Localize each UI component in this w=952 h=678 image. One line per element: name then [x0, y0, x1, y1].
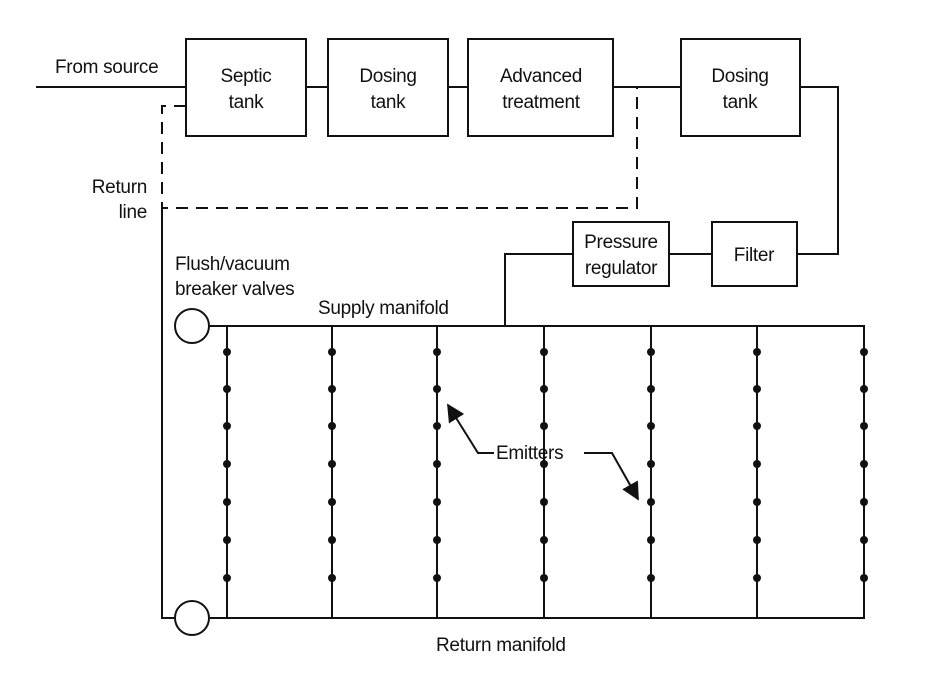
dosing-tank-1-label-2: tank: [371, 92, 407, 113]
label-from-source: From source: [55, 57, 158, 78]
label-supply-manifold: Supply manifold: [318, 298, 449, 319]
emitter-dot-icon: [647, 574, 655, 582]
advanced-treatment-label-2: treatment: [502, 92, 581, 113]
emitter-dot-icon: [328, 348, 336, 356]
septic-tank-label-1: Septic: [220, 66, 271, 87]
emitter-dot-icon: [328, 536, 336, 544]
emitter-dot-icon: [540, 460, 548, 468]
emitter-dot-icon: [223, 348, 231, 356]
dosing-tank-2-label-2: tank: [723, 92, 759, 113]
emitter-arrow-right: [584, 452, 639, 501]
connector-dosing2-filter: [797, 86, 839, 255]
emitter-dot-icon: [540, 498, 548, 506]
label-emitters: Emitters: [496, 443, 563, 464]
emitter-dot-icon: [753, 385, 761, 393]
emitter-dot-icon: [860, 422, 868, 430]
emitter-dot-icon: [753, 348, 761, 356]
emitter-dot-icon: [540, 385, 548, 393]
emitter-dot-icon: [647, 385, 655, 393]
emitter-dot-icon: [223, 574, 231, 582]
septic-tank-box: Septic tank: [185, 38, 307, 137]
emitter-dot-icon: [753, 460, 761, 468]
emitter-dot-icon: [328, 574, 336, 582]
label-return-manifold: Return manifold: [436, 635, 566, 656]
emitter-dot-icon: [223, 460, 231, 468]
emitter-dot-icon: [223, 385, 231, 393]
advanced-treatment-label-1: Advanced: [500, 66, 582, 87]
emitter-dot-icon: [860, 536, 868, 544]
pressure-regulator-box: Pressure regulator: [572, 221, 670, 287]
emitter-dot-icon: [433, 422, 441, 430]
emitter-dot-icon: [540, 574, 548, 582]
emitter-dot-icon: [647, 348, 655, 356]
emitter-dot-icon: [328, 460, 336, 468]
emitter-dot-icon: [647, 422, 655, 430]
emitter-dot-icon: [753, 574, 761, 582]
pressure-regulator-label-2: regulator: [585, 258, 658, 279]
emitter-dot-icon: [647, 536, 655, 544]
advanced-treatment-box: Advanced treatment: [467, 38, 614, 137]
dosing-tank-1-box: Dosing tank: [327, 38, 449, 137]
emitter-dot-icon: [647, 460, 655, 468]
emitter-dot-icon: [433, 536, 441, 544]
emitter-dot-icon: [540, 536, 548, 544]
emitter-dot-icon: [753, 498, 761, 506]
emitter-arrow-left: [447, 403, 494, 454]
dosing-tank-1-label-1: Dosing: [359, 66, 416, 87]
flush-valve-supply-icon[interactable]: [174, 308, 210, 344]
emitter-dot-icon: [433, 498, 441, 506]
emitter-dot-icon: [647, 498, 655, 506]
septic-tank-label-2: tank: [229, 92, 265, 113]
emitter-dot-icon: [540, 422, 548, 430]
emitter-dot-icon: [860, 460, 868, 468]
label-flush-valves-2: breaker valves: [175, 279, 294, 300]
drip-laterals: [223, 326, 868, 618]
emitter-dot-icon: [223, 498, 231, 506]
label-flush-valves-1: Flush/vacuum: [175, 254, 290, 275]
emitter-dot-icon: [433, 385, 441, 393]
emitter-dot-icon: [860, 498, 868, 506]
label-return-line-1: Return: [92, 177, 147, 198]
emitter-dot-icon: [223, 422, 231, 430]
emitter-dot-icon: [860, 385, 868, 393]
pressure-regulator-label-1: Pressure: [584, 232, 658, 253]
filter-box: Filter: [711, 221, 798, 287]
flush-valve-return-icon[interactable]: [174, 600, 210, 636]
filter-label: Filter: [734, 245, 775, 266]
emitter-dot-icon: [328, 498, 336, 506]
connector-regulator-manifold: [504, 253, 573, 326]
emitter-dot-icon: [328, 385, 336, 393]
emitter-dot-icon: [860, 348, 868, 356]
emitter-dot-icon: [223, 536, 231, 544]
emitter-dot-icon: [433, 574, 441, 582]
dosing-tank-2-box: Dosing tank: [680, 38, 801, 137]
emitter-dot-icon: [753, 422, 761, 430]
return-line-solid: [161, 208, 176, 619]
emitter-dot-icon: [433, 348, 441, 356]
emitter-dot-icon: [433, 460, 441, 468]
emitter-dot-icon: [860, 574, 868, 582]
emitter-dot-icon: [328, 422, 336, 430]
dosing-tank-2-label-1: Dosing: [711, 66, 768, 87]
emitter-dot-icon: [753, 536, 761, 544]
label-return-line-2: line: [119, 202, 147, 223]
emitter-dot-icon: [540, 348, 548, 356]
